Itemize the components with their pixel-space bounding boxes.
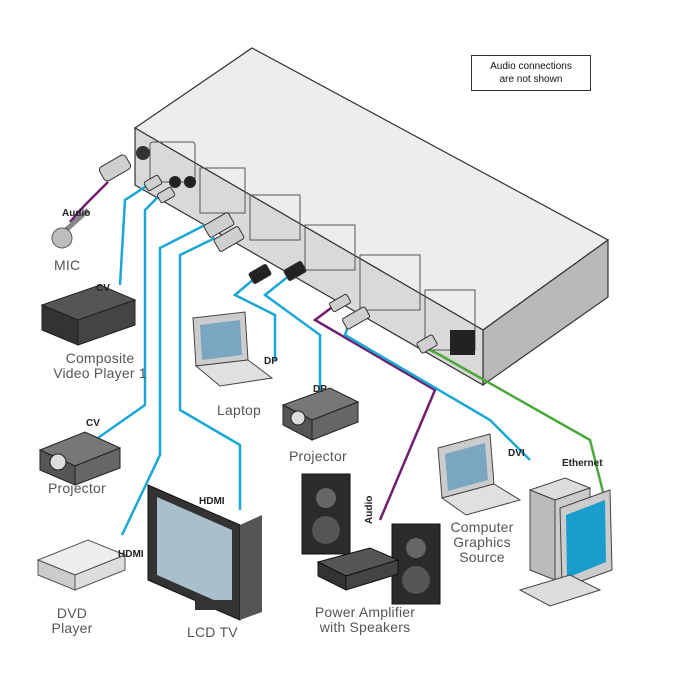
composite-label-line-1: Composite — [65, 350, 135, 366]
cv-projector-label: CV — [86, 418, 100, 429]
hdmi-cable-dvd — [120, 223, 206, 536]
ethernet-cable — [419, 343, 607, 501]
mic-label: MIC — [54, 257, 81, 273]
hdmi-dvd-label: HDMI — [118, 549, 144, 560]
cv-cable-composite — [118, 183, 149, 286]
hdmi-tv-label: HDMI — [199, 496, 225, 507]
switcher-unit — [133, 47, 610, 387]
computer-label-line-1: Computer — [450, 519, 514, 535]
laptop-label: Laptop — [217, 402, 262, 418]
note-line-1: Audio connections — [490, 61, 572, 72]
composite-label-line-2: Video Player 1 — [53, 365, 147, 381]
lcd-tv-icon — [147, 484, 262, 621]
projector-center-label: Projector — [289, 448, 347, 464]
laptop-icon — [192, 311, 274, 387]
projector-left-icon — [38, 431, 122, 486]
computer-graphics-laptop-icon — [437, 433, 522, 516]
desktop-computer-icon — [518, 477, 613, 607]
computer-label-line-2: Graphics — [453, 534, 511, 550]
projector-left-label: Projector — [48, 480, 106, 496]
power-amplifier-label: Power Amplifier with Speakers — [300, 605, 430, 635]
dvd-label-line-1: DVD — [56, 605, 88, 621]
dp-cable-projector — [262, 274, 322, 398]
note-line-2: are not shown — [499, 74, 563, 85]
computer-label-line-3: Source — [459, 549, 505, 565]
cv-composite-label: CV — [96, 283, 110, 294]
composite-video-player-label: Composite Video Player 1 — [30, 351, 170, 381]
audio-connections-note: Audio connections are not shown — [471, 55, 591, 91]
lcd-tv-label: LCD TV — [187, 624, 238, 640]
cv-cable-projector — [94, 194, 161, 442]
power-amplifier-speakers-icon — [301, 473, 441, 605]
dvd-player-icon — [36, 539, 127, 591]
mic-icon — [51, 208, 90, 249]
dp-cable-laptop — [232, 277, 277, 360]
projector-center-icon — [281, 387, 360, 441]
dvi-label: DVI — [508, 448, 525, 459]
ethernet-label: Ethernet — [562, 458, 603, 469]
dvd-player-label: DVD Player — [47, 606, 97, 636]
hdmi-cable-tv — [178, 236, 242, 510]
composite-video-player-icon — [40, 284, 137, 346]
dp-projector-label: DP — [313, 384, 327, 395]
amp-label-line-2: with Speakers — [319, 619, 411, 635]
audio-cable-mic — [69, 181, 109, 223]
amp-label-line-1: Power Amplifier — [314, 604, 416, 620]
dp-laptop-label: DP — [264, 356, 278, 367]
audio-cable-amp — [312, 304, 437, 521]
audio-amp-label: Audio — [364, 495, 375, 524]
dvd-label-line-2: Player — [51, 620, 93, 636]
audio-mic-label: Audio — [62, 208, 91, 219]
computer-graphics-source-label: Computer Graphics Source — [442, 520, 522, 565]
